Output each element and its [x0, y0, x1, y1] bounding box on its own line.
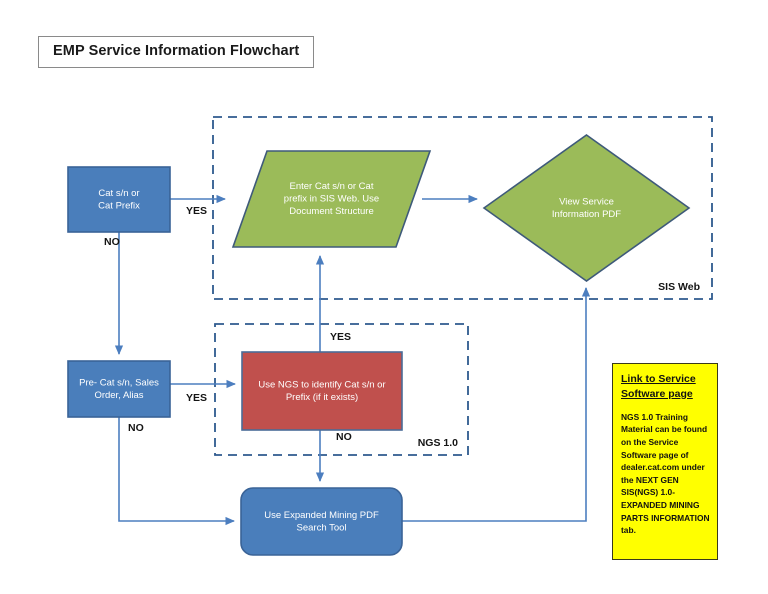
node-enter-sis[interactable]: Enter Cat s/n or Cat prefix in SIS Web. U…: [231, 150, 432, 248]
edge-label-no-pre-cat: NO: [128, 422, 144, 434]
connector-expanded-to-view-pdf: [402, 287, 591, 522]
node-label-line: View Service: [559, 196, 614, 207]
node-shape-parallelogram: [231, 150, 432, 248]
node-label-line: Order, Alias: [94, 390, 143, 401]
connector-lines: [114, 194, 591, 526]
page-title: EMP Service Information Flowchart: [53, 43, 300, 59]
node-shape-rounded-rectangle: [240, 487, 403, 556]
connector-pre-cat-no-to-expanded: [118, 417, 235, 526]
node-shape-rectangle: [67, 360, 171, 418]
node-label-line: Search Tool: [297, 522, 347, 533]
service-software-note[interactable]: Link to Service Software page NGS 1.0 Tr…: [612, 363, 718, 560]
node-label-line: Cat s/n or: [98, 188, 139, 199]
node-label-line: Pre- Cat s/n, Sales: [79, 377, 159, 388]
edge-label-no-cat-sn: NO: [104, 236, 120, 248]
node-label-line: Use Expanded Mining PDF: [264, 510, 379, 521]
edge-label-yes-cat-sn: YES: [186, 205, 207, 217]
edge-label-yes-pre-cat: YES: [186, 392, 207, 404]
group-label-ngs_10: NGS 1.0: [418, 437, 458, 449]
edge-labels: YES NO YES NO YES NO: [104, 205, 352, 443]
node-label-line: prefix in SIS Web. Use: [284, 194, 379, 205]
node-label-line: Document Structure: [289, 206, 373, 217]
group-label-sis_web: SIS Web: [658, 281, 700, 293]
group-box-sis_web: [212, 116, 713, 300]
edge-label-yes-ngs: YES: [330, 331, 351, 343]
node-use-ngs[interactable]: Use NGS to identify Cat s/n or Prefix (if…: [241, 351, 403, 431]
node-label-line: Information PDF: [552, 209, 621, 220]
node-shape-rectangle: [67, 166, 171, 233]
node-label-line: Cat Prefix: [98, 200, 140, 211]
node-label-line: Enter Cat s/n or Cat: [290, 181, 374, 192]
note-heading-link[interactable]: Link to Service Software page: [621, 373, 696, 400]
node-shape-diamond: [482, 134, 691, 282]
edge-label-no-ngs: NO: [336, 431, 352, 443]
chart-title-box: EMP Service Information Flowchart: [38, 36, 315, 68]
note-body-text: NGS 1.0 Training Material can be found o…: [621, 411, 710, 536]
node-label-line: Use NGS to identify Cat s/n or: [258, 379, 385, 390]
group-box-ngs_10: [214, 323, 469, 456]
node-shape-rectangle: [241, 351, 403, 431]
node-label-line: Prefix (if it exists): [286, 392, 358, 403]
